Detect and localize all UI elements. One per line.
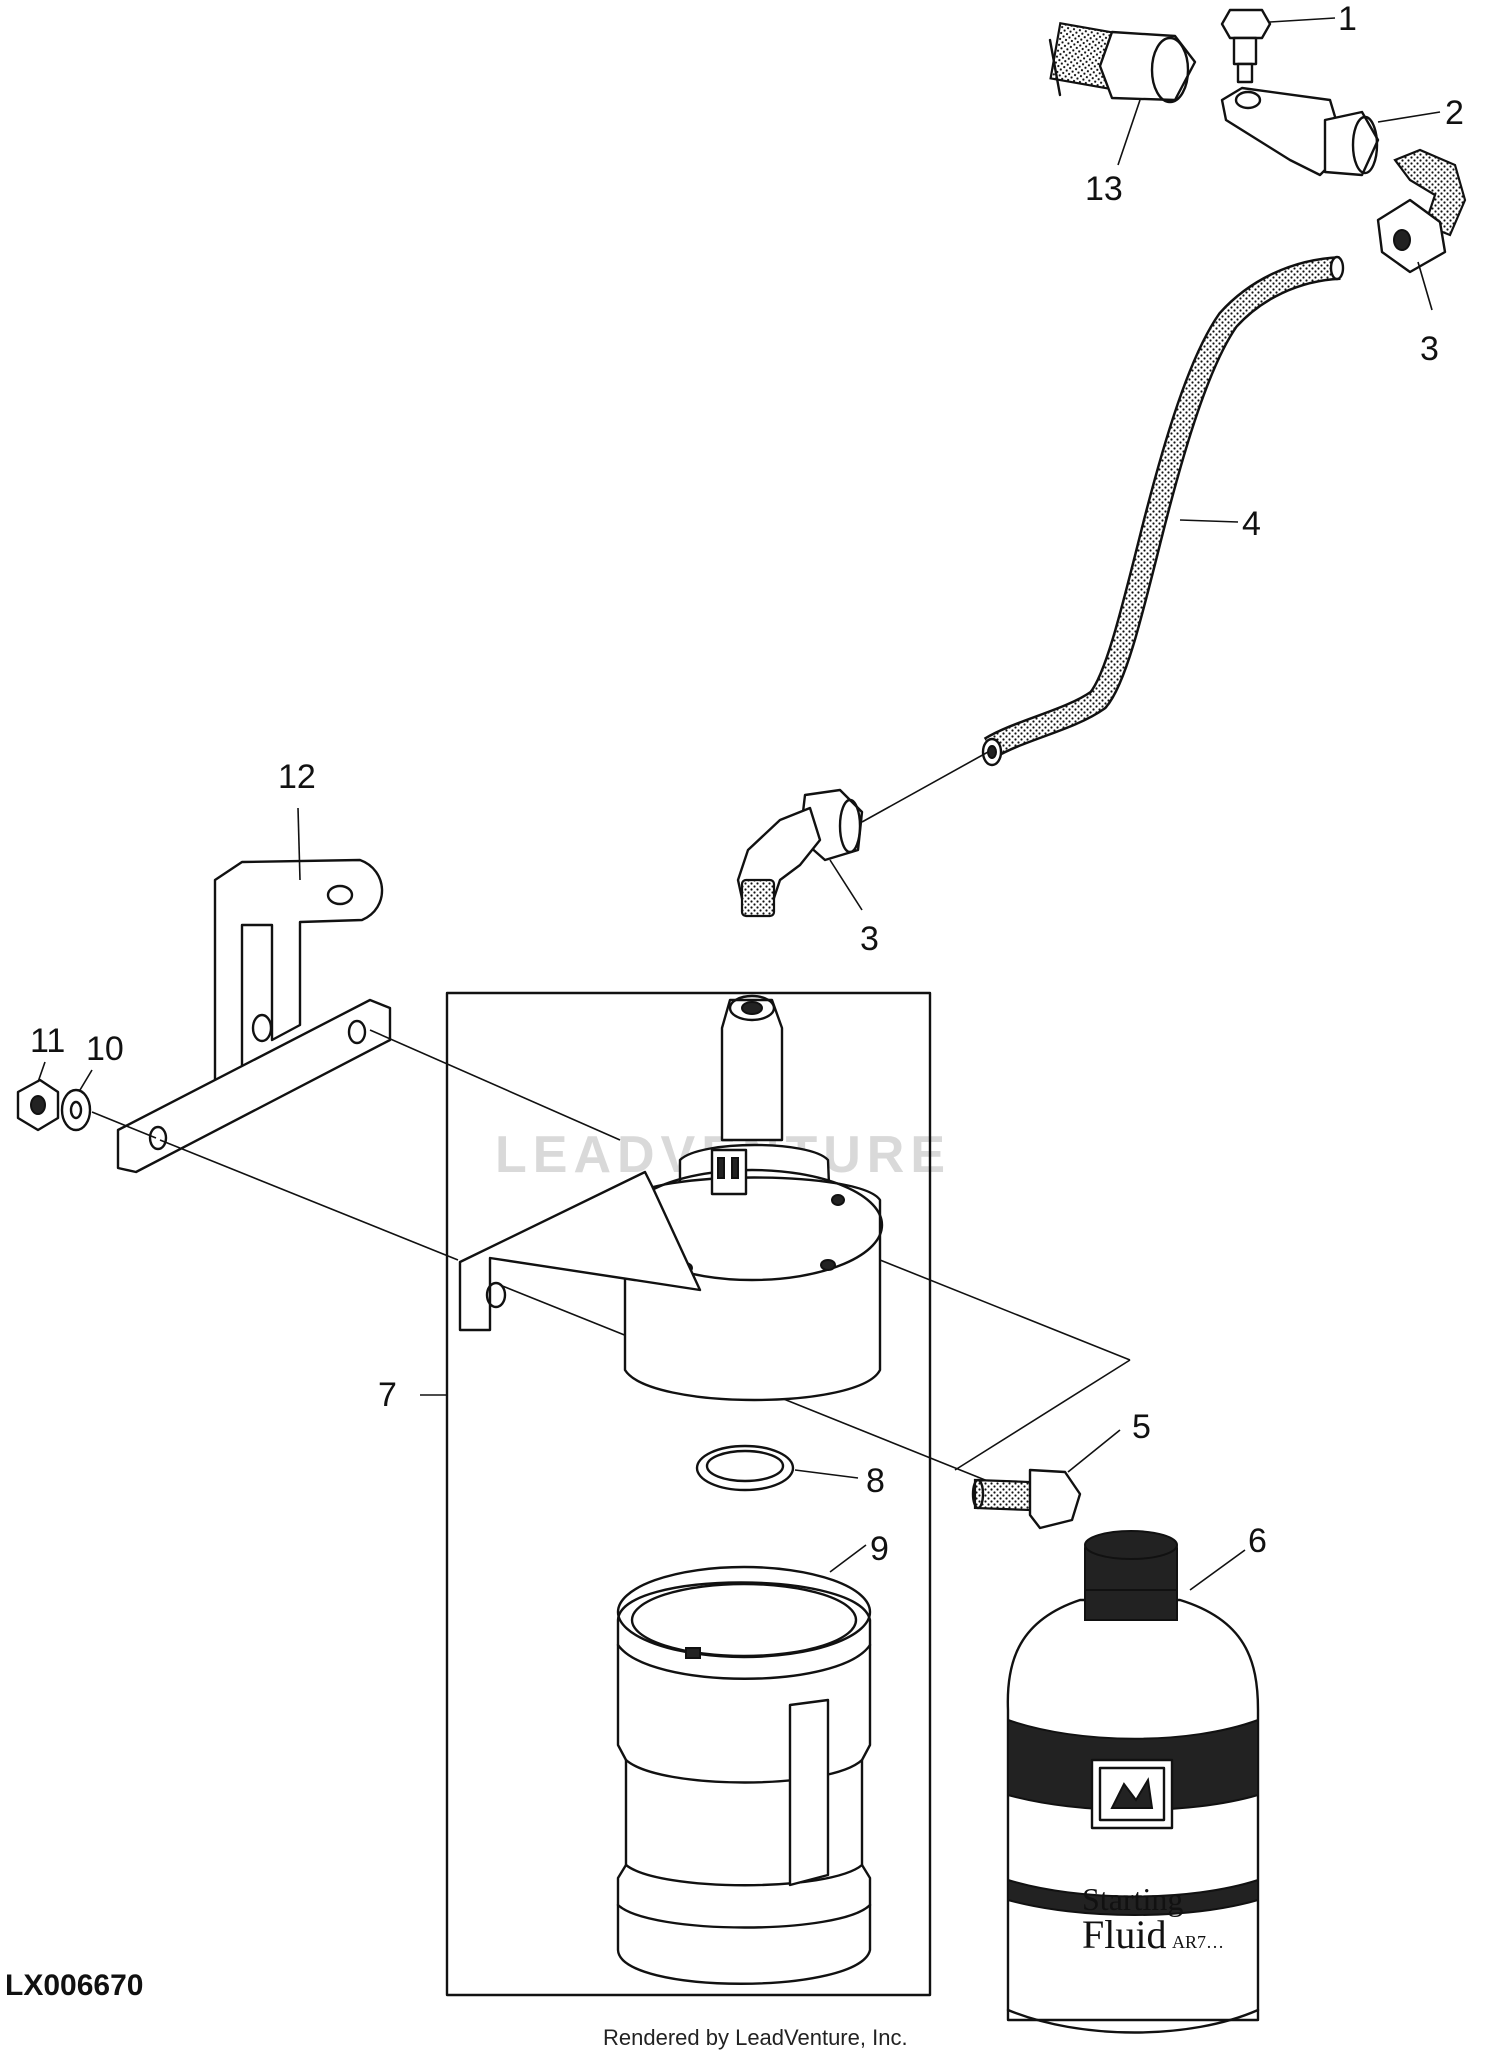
callout-5: 5	[1132, 1408, 1151, 1446]
part-6-bottle: Starting Fluid AR7…	[1006, 1530, 1260, 2034]
part-1-bolt	[1220, 8, 1272, 84]
part-8-o-ring	[695, 1444, 795, 1492]
part-2-fitting	[1220, 86, 1380, 177]
callout-12: 12	[278, 758, 316, 796]
bottle-label-line2: Fluid	[1082, 1912, 1166, 1957]
callout-13: 13	[1085, 170, 1123, 208]
callout-2: 2	[1445, 94, 1464, 132]
callout-6: 6	[1248, 1522, 1267, 1560]
callout-8: 8	[866, 1462, 885, 1500]
callout-1: 1	[1338, 0, 1357, 38]
callout-7: 7	[378, 1376, 397, 1414]
part-3-upper-elbow	[1376, 148, 1467, 274]
part-9-bowl	[616, 1565, 872, 1985]
callout-3-upper: 3	[1420, 330, 1439, 368]
callout-9: 9	[870, 1530, 889, 1568]
part-11-nut	[16, 1078, 60, 1132]
part-5-bolt	[971, 1468, 1082, 1530]
part-10-washer	[60, 1088, 92, 1132]
bottle-part-number: AR7…	[1172, 1932, 1224, 1952]
part-7-filter-head	[458, 994, 884, 1402]
bottle-label-line1: Starting	[1082, 1881, 1183, 1917]
figure-id: LX006670	[5, 1969, 143, 2002]
part-3-lower-elbow	[736, 751, 989, 918]
part-13-adapter	[1048, 21, 1197, 104]
render-credit: Rendered by LeadVenture, Inc.	[603, 2025, 908, 2050]
callout-4: 4	[1242, 505, 1261, 543]
part-12-bracket	[116, 858, 392, 1174]
part-4-hose	[981, 255, 1345, 767]
callout-10: 10	[86, 1030, 124, 1068]
callout-11: 11	[30, 1022, 65, 1060]
callout-3-lower: 3	[860, 920, 879, 958]
part-7-frame	[445, 991, 932, 1997]
leader-lines	[37, 17, 1441, 1591]
callouts: 1 2 3 3 4 5 6 7 8 9 10 11 12 13	[30, 0, 1464, 1568]
